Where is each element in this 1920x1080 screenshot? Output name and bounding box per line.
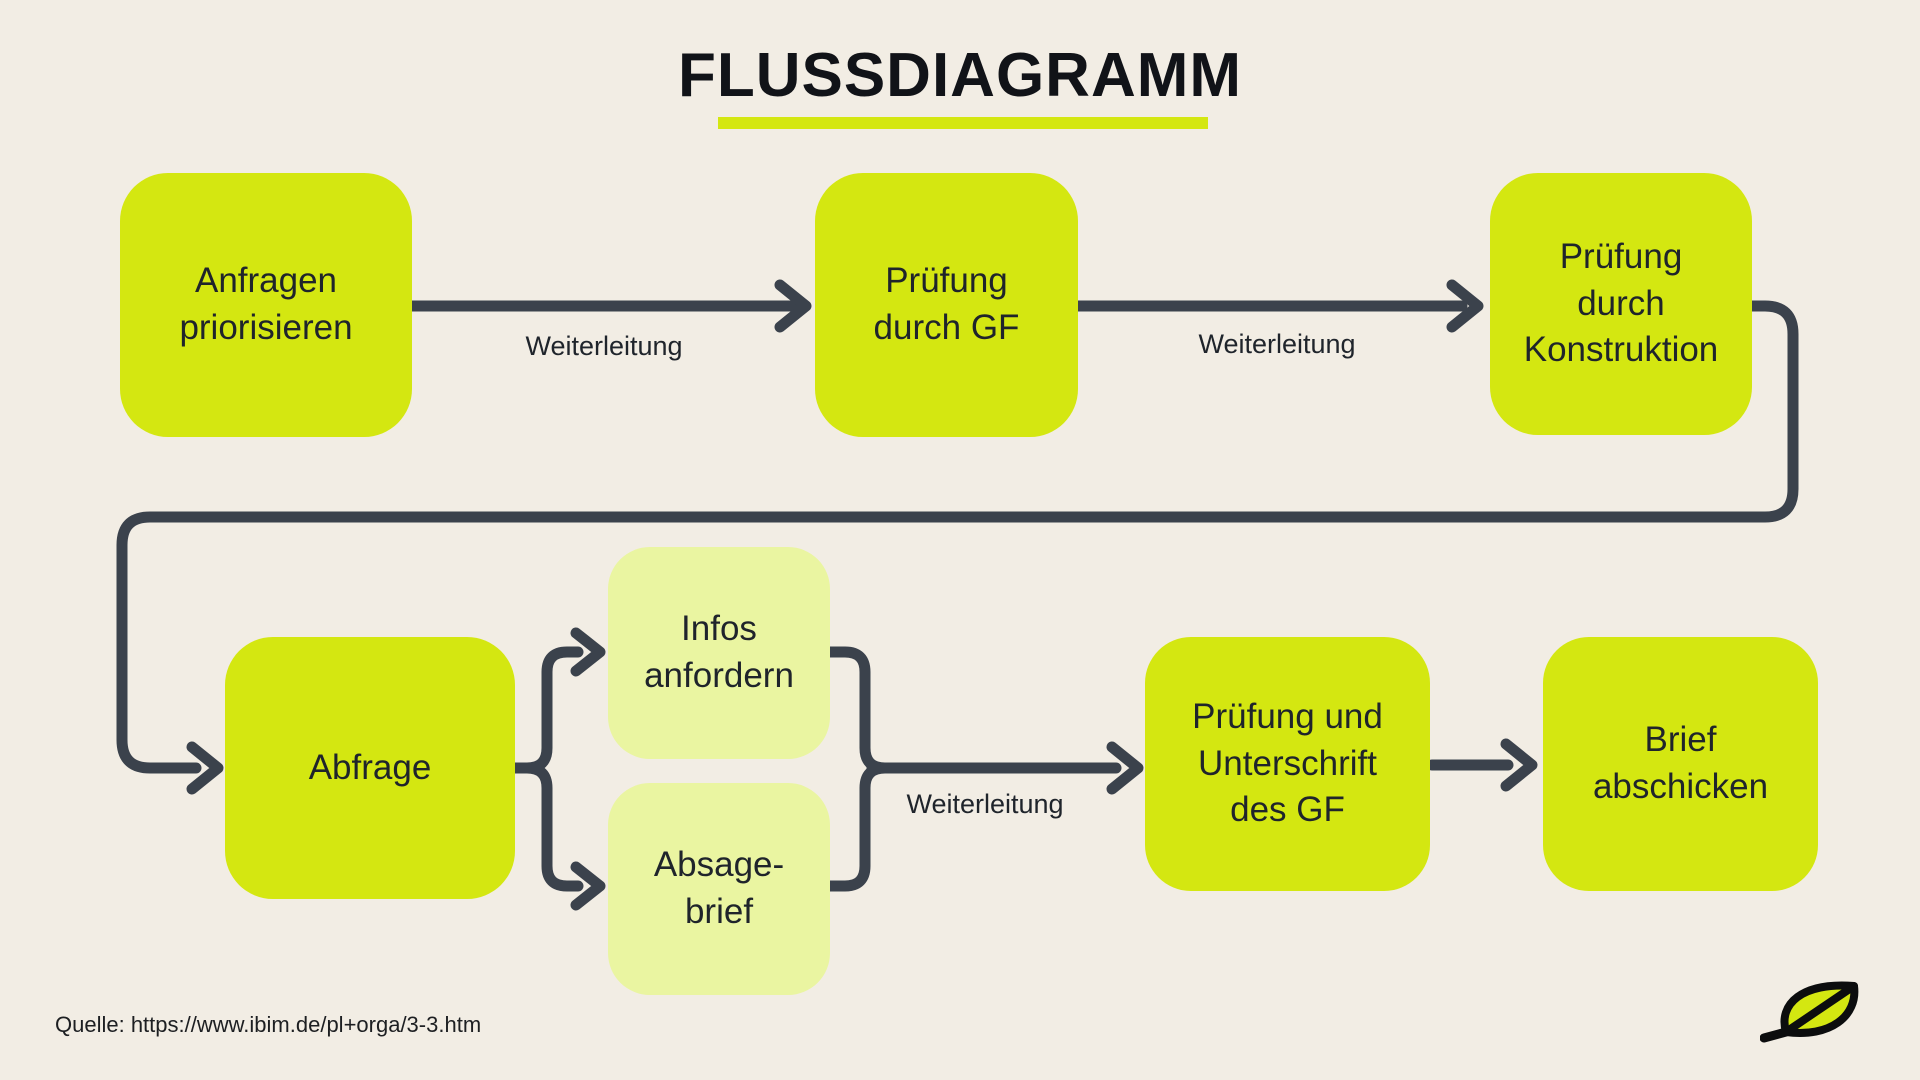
edge-abfrage-to-infos — [509, 646, 584, 774]
edge-label-weiterleitung-2: Weiterleitung — [1198, 329, 1356, 359]
edge-label-weiterleitung-3: Weiterleitung — [906, 789, 1064, 819]
leaf-logo-icon — [1760, 981, 1859, 1043]
node-pruefung-durch-gf: Prüfung durch GF — [815, 173, 1078, 437]
arrowhead-icon — [1446, 279, 1484, 333]
source-citation: Quelle: https://www.ibim.de/pl+orga/3-3.… — [55, 1012, 482, 1037]
node-abfrage: Abfrage — [225, 637, 515, 899]
edge-absage-merge — [824, 762, 891, 892]
edge-abfrage-to-absage — [509, 762, 584, 892]
arrowhead-icon — [186, 741, 224, 795]
arrowhead-icon — [774, 279, 812, 333]
node-absagebrief: Absage- brief — [608, 783, 830, 995]
node-brief-abschicken: Brief abschicken — [1543, 637, 1818, 891]
page-title: FLUSSDIAGRAMM — [677, 41, 1243, 110]
node-infos-anfordern: Infos anfordern — [608, 547, 830, 759]
title-underline — [718, 117, 1208, 129]
edge-label-weiterleitung-1: Weiterleitung — [525, 331, 683, 361]
node-anfragen-priorisieren: Anfragen priorisieren — [120, 173, 412, 437]
arrowhead-icon — [570, 861, 606, 911]
arrowhead-icon — [570, 627, 606, 677]
edge-konstruktion-to-abfrage — [116, 300, 1799, 774]
arrowhead-icon — [1106, 741, 1144, 795]
edge-infos-merge — [824, 646, 891, 774]
node-pruefung-unterschrift-gf: Prüfung und Unterschrift des GF — [1145, 637, 1430, 891]
arrowhead-icon — [1500, 738, 1538, 792]
node-pruefung-konstruktion: Prüfung durch Konstruktion — [1490, 173, 1752, 435]
